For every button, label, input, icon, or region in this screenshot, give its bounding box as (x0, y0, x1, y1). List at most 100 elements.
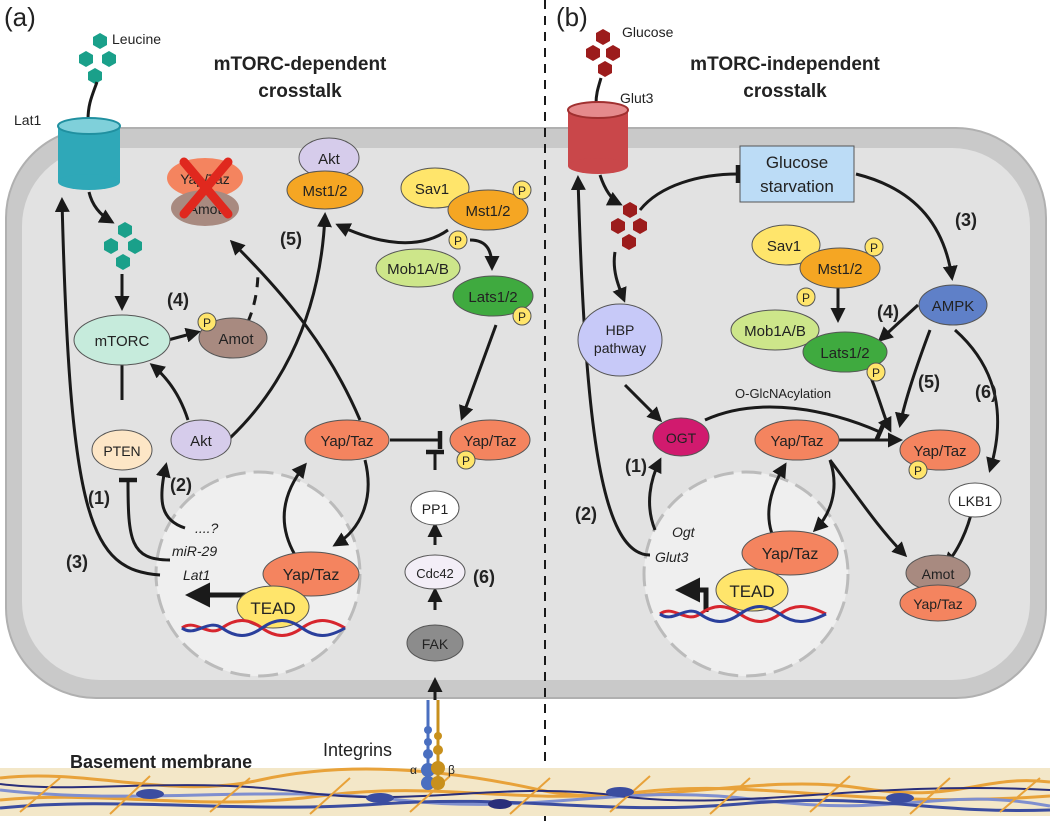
phospho-icon (197, 312, 217, 332)
mst-node-b (799, 247, 881, 289)
step-5-a: (5) (280, 229, 302, 249)
pten-node (91, 429, 153, 471)
lkb1-label: LKB1 (958, 493, 992, 509)
phospho-icon (448, 230, 468, 250)
panel-b-label: (b) (556, 2, 588, 32)
step-1-a: (1) (88, 488, 110, 508)
mst-label-b: Mst1/2 (817, 261, 862, 278)
mst-right-node-a (447, 189, 529, 231)
phospho-label: P (802, 291, 810, 305)
step-2-b: (2) (575, 504, 597, 524)
lat1-transporter (57, 117, 121, 190)
panel-b-title-2: crosstalk (743, 81, 827, 102)
phospho-label: P (870, 241, 878, 255)
phospho-icon (866, 362, 886, 382)
yap-taz-amot-label-b: Yap/Taz (913, 596, 963, 612)
yap-taz-cyto-label-a: Yap/Taz (320, 433, 373, 450)
glucose-intracellular (611, 202, 647, 250)
step-1-b: (1) (625, 456, 647, 476)
yap-taz-nuc-b (741, 530, 839, 576)
yap-taz-phospho-label-b: Yap/Taz (913, 443, 966, 460)
mob-node-a (375, 248, 461, 288)
yap-taz-cyto-label-b: Yap/Taz (770, 433, 823, 450)
leucine-intracellular (104, 222, 142, 270)
yap-taz-nuc-a (262, 551, 360, 597)
fak-node (406, 624, 464, 662)
glucose-molecule (586, 29, 620, 77)
basement-membrane-label: Basement membrane (70, 752, 252, 772)
phospho-icon (456, 450, 476, 470)
step-3-a: (3) (66, 552, 88, 572)
sav1-node-b (751, 224, 821, 266)
yap-taz-phospho-a (449, 419, 531, 461)
lat1-label: Lat1 (14, 112, 41, 128)
phospho-icon (908, 460, 928, 480)
phospho-label: P (203, 316, 211, 330)
glut3-label: Glut3 (620, 90, 654, 106)
gene-mir29: miR-29 (172, 543, 217, 559)
yap-taz-phospho-label-a: Yap/Taz (463, 433, 516, 450)
glucose-label: Glucose (622, 24, 674, 40)
akt-top-label: Akt (318, 151, 341, 168)
step-5-b: (5) (918, 372, 940, 392)
step-4-b: (4) (877, 302, 899, 322)
lats-label-b: Lats1/2 (820, 345, 869, 362)
mob-label-b: Mob1A/B (744, 323, 806, 340)
panel-a-title-1: mTORC-dependent (214, 54, 387, 75)
phospho-icon (512, 180, 532, 200)
mst-left-node (286, 170, 364, 210)
akt-node-a (170, 419, 232, 461)
ogt-node (652, 417, 710, 457)
phospho-icon (512, 306, 532, 326)
leucine-molecule (79, 33, 116, 84)
mtorc-label: mTORC (95, 333, 150, 350)
pp1-node (410, 490, 460, 526)
o-glcnacylation-label: O-GlcNAcylation (735, 386, 831, 401)
tead-label-b: TEAD (729, 582, 774, 601)
glucose-starvation-line1: Glucose (766, 153, 828, 172)
phospho-label: P (914, 464, 922, 478)
mst-right-label-a: Mst1/2 (465, 203, 510, 220)
gene-lat1: Lat1 (183, 567, 210, 583)
akt-label-a: Akt (190, 433, 213, 450)
lats-node-b (802, 331, 888, 373)
pp1-label: PP1 (422, 501, 449, 517)
pten-label: PTEN (103, 443, 140, 459)
phospho-label: P (872, 366, 880, 380)
dna-helix-b (659, 605, 827, 623)
hbp-node (577, 303, 663, 377)
dna-helix-a (181, 619, 346, 637)
cdc42-label: Cdc42 (416, 566, 454, 581)
phospho-label: P (518, 310, 526, 324)
yap-taz-nuc-label-a: Yap/Taz (283, 567, 340, 584)
glut3-transporter (567, 101, 629, 174)
yap-taz-cyto-b (754, 419, 840, 461)
leucine-label: Leucine (112, 31, 161, 47)
mtorc-node (73, 314, 171, 366)
phospho-label: P (462, 454, 470, 468)
ampk-node (918, 284, 988, 326)
sav1-node-a (400, 167, 470, 209)
sav1-label-a: Sav1 (415, 181, 449, 198)
hbp-label-2: pathway (594, 340, 646, 356)
gene-ogt: Ogt (672, 524, 696, 540)
integrins-label: Integrins (323, 740, 392, 760)
integrin-receptor (421, 700, 445, 790)
degradation-cross-icon (179, 157, 233, 219)
tead-node-a (236, 585, 310, 629)
ogt-label: OGT (666, 430, 697, 446)
glucose-starvation-box (739, 145, 855, 203)
yap-taz-amot-b (899, 584, 977, 622)
step-2-a: (2) (170, 475, 192, 495)
fak-label: FAK (422, 636, 449, 652)
glucose-starvation-line2: starvation (760, 177, 834, 196)
tead-label-a: TEAD (250, 599, 295, 618)
lats-label-a: Lats1/2 (468, 289, 517, 306)
yap-taz-phospho-b (899, 429, 981, 471)
panel-b-title-1: mTORC-independent (690, 54, 880, 75)
step-4-a: (4) (167, 290, 189, 310)
phospho-icon (864, 237, 884, 257)
lkb1-node (948, 482, 1002, 518)
phospho-label: P (518, 184, 526, 198)
ampk-label: AMPK (932, 298, 975, 315)
